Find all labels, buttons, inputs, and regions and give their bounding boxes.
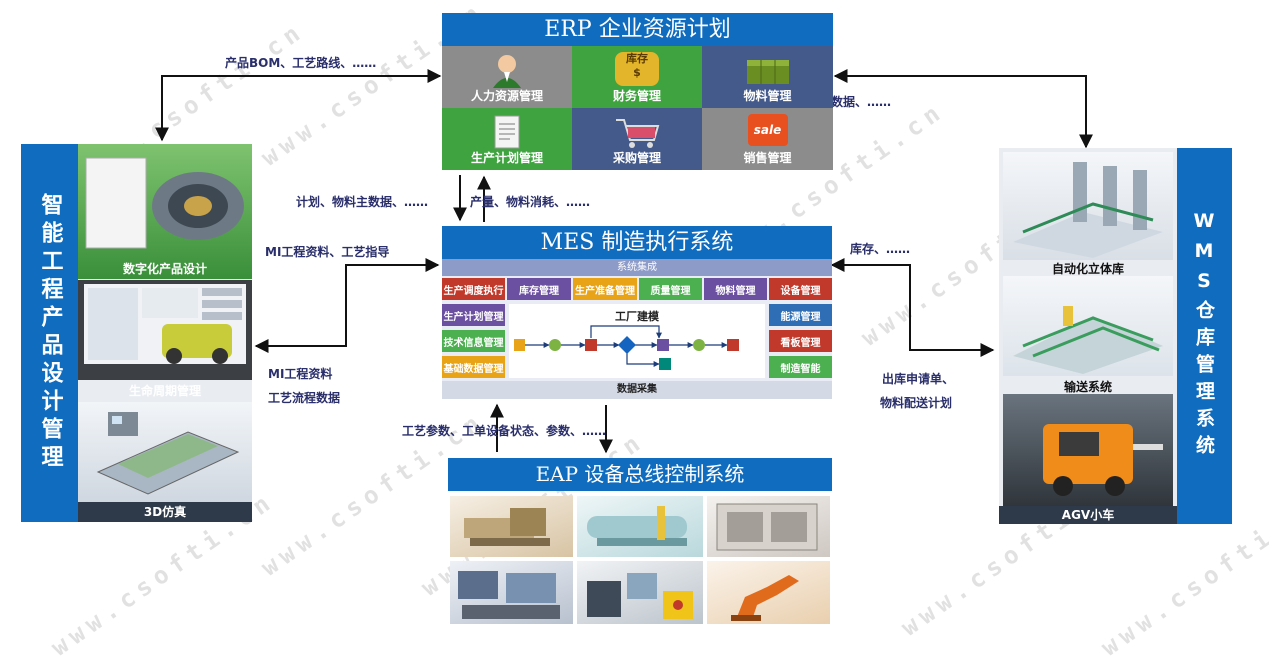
- erp-tile-production-plan[interactable]: 生产计划管理: [442, 108, 572, 170]
- crate-icon: [746, 60, 789, 84]
- erp-left-label: 产品BOM、工艺路线、……: [225, 56, 377, 70]
- eap-equipment-photo: [450, 561, 573, 624]
- erp-title: ERP 企业资源计划: [442, 13, 833, 46]
- person-icon: [493, 55, 521, 88]
- conveyor-system-image: [1003, 276, 1173, 376]
- erp-tile-label: 生产计划管理: [470, 151, 543, 165]
- factory-modeling-area: 工厂建模: [509, 304, 765, 378]
- eap-title: EAP 设备总线控制系统: [448, 458, 832, 491]
- erp-mes-up-label: 产量、物料消耗、……: [470, 195, 591, 209]
- mes-module[interactable]: 生产调度执行: [442, 278, 505, 300]
- left-panel-title: 智能工程产品设计管理: [21, 144, 78, 522]
- lifecycle-image: [78, 280, 252, 380]
- erp-tile-hr[interactable]: 人力资源管理: [442, 46, 572, 108]
- erp-tile-label: 财务管理: [612, 89, 661, 103]
- wms-title: WMS仓库管理系统: [1177, 148, 1232, 524]
- wms-caption: 自动化立体库: [1051, 262, 1124, 276]
- left-caption: 生命周期管理: [128, 384, 201, 398]
- finance-icon-text: 库存: [626, 52, 648, 65]
- eap-equipment-photo: [707, 496, 830, 557]
- wms-caption: 输送系统: [1063, 380, 1112, 394]
- eap-label: 工艺参数、工单设备状态、参数、……: [402, 424, 607, 438]
- mes-module[interactable]: 制造智能: [769, 356, 832, 378]
- mes-integration-bar: 系统集成: [442, 259, 832, 276]
- mes-panel: 系统集成 生产调度执行 库存管理 生产准备管理 质量管理 物料管理 设备管理 生…: [442, 259, 832, 399]
- wms-panel-images: 自动化立体库 输送系统 AGV小车: [999, 148, 1177, 524]
- mes-module[interactable]: 生产准备管理: [573, 278, 637, 300]
- mi-top-label: MI工程资料、工艺指导: [265, 245, 390, 259]
- mes-module[interactable]: 能源管理: [769, 304, 832, 326]
- mi-bottom-label-1: MI工程资料: [268, 367, 333, 381]
- eap-photo-grid: [448, 494, 832, 626]
- sale-bag-icon: sale: [747, 114, 788, 146]
- erp-tile-sales[interactable]: sale 销售管理: [702, 108, 833, 170]
- data-acquisition-bar: 数据采集: [442, 381, 832, 399]
- erp-tile-label: 采购管理: [612, 151, 661, 165]
- left-caption: 数字化产品设计: [122, 262, 207, 276]
- erp-tile-materials[interactable]: 物料管理: [702, 46, 833, 108]
- mes-title: MES 制造执行系统: [442, 226, 832, 259]
- factory-modeling-label: 工厂建模: [615, 310, 659, 323]
- mes-module[interactable]: 物料管理: [704, 278, 767, 300]
- mi-bottom-label-2: 工艺流程数据: [268, 391, 341, 405]
- mes-module[interactable]: 质量管理: [639, 278, 702, 300]
- digital-design-image: [78, 144, 252, 279]
- erp-tile-label: 物料管理: [743, 89, 792, 103]
- mes-module[interactable]: 基础数据管理: [442, 356, 505, 378]
- erp-tile-label: 人力资源管理: [470, 89, 543, 103]
- eap-equipment-photo: [577, 561, 703, 624]
- 3d-simulation-image: [78, 402, 252, 502]
- eap-equipment-photo: [450, 496, 573, 557]
- flow-diagram: [514, 325, 739, 370]
- erp-tile-label: 销售管理: [743, 151, 792, 165]
- eap-equipment-photo: [577, 496, 703, 557]
- erp-grid: 人力资源管理 库存$ 财务管理 物料管理 生产计划管理 采购管理 sale 销售…: [442, 46, 833, 170]
- wms-top-label: 库存、……: [850, 242, 911, 256]
- mes-module[interactable]: 设备管理: [769, 278, 832, 300]
- automated-warehouse-image: [1003, 152, 1173, 260]
- erp-mes-down-label: 计划、物料主数据、……: [296, 195, 429, 209]
- agv-image: [1003, 394, 1173, 506]
- erp-tile-purchasing[interactable]: 采购管理: [572, 108, 702, 170]
- shopping-cart-icon: [616, 119, 660, 148]
- left-caption: 3D仿真: [78, 502, 252, 522]
- left-panel-images: 数字化产品设计 生命周期管理 3D仿真: [78, 144, 252, 522]
- document-icon: [494, 115, 520, 149]
- wms-bottom-label-1: 出库申请单、: [882, 372, 955, 386]
- mes-module[interactable]: 库存管理: [507, 278, 571, 300]
- mes-module[interactable]: 技术信息管理: [442, 330, 505, 352]
- eap-equipment-photo: [707, 561, 830, 624]
- wms-caption: AGV小车: [999, 506, 1177, 524]
- wms-bottom-label-2: 物料配送计划: [880, 396, 953, 410]
- mes-module[interactable]: 生产计划管理: [442, 304, 505, 326]
- erp-tile-finance[interactable]: 库存$ 财务管理: [572, 46, 702, 108]
- mes-module[interactable]: 看板管理: [769, 330, 832, 352]
- money-bag-icon: 库存$: [615, 52, 659, 86]
